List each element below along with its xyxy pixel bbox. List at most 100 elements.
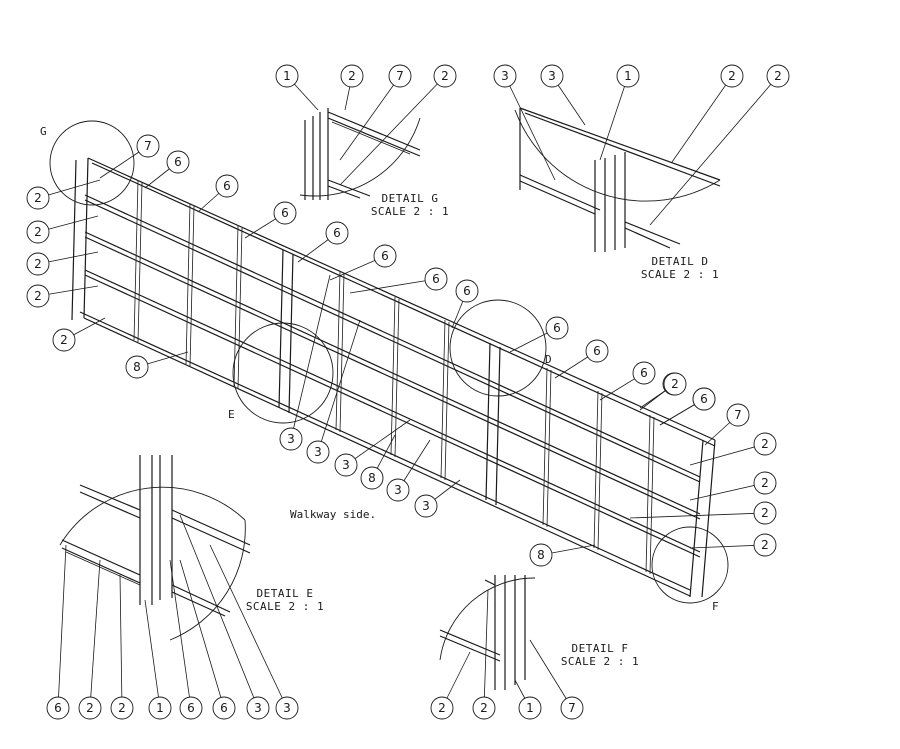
balloon-main-top-3: 6 xyxy=(297,221,349,263)
leader-line xyxy=(629,512,766,519)
balloon-main-top-1: 6 xyxy=(197,174,239,213)
balloon-main-bottom-4: 3 xyxy=(386,439,431,502)
leader-line xyxy=(483,589,489,709)
balloon-circle xyxy=(692,387,716,411)
balloon-circle xyxy=(632,361,656,385)
balloon-circle xyxy=(560,696,584,720)
balloon-circle xyxy=(616,64,640,88)
balloon-detail-d-2: 1 xyxy=(599,64,640,161)
balloon-label: 6 xyxy=(54,701,62,715)
balloon-circle xyxy=(753,471,777,495)
balloon-main-right-2: 2 xyxy=(629,501,777,525)
balloon-label: 2 xyxy=(60,333,68,347)
detail-e-title: DETAIL E xyxy=(257,587,314,600)
balloon-circle xyxy=(334,453,358,477)
leader-line xyxy=(339,75,401,161)
balloon-main-top-8: 6 xyxy=(554,339,609,379)
balloon-main-top-2: 6 xyxy=(244,201,297,239)
balloon-main-bottom-3: 8 xyxy=(360,434,396,490)
balloon-circle xyxy=(388,64,412,88)
balloon-label: 2 xyxy=(480,701,488,715)
balloon-circle xyxy=(424,267,448,291)
balloon-main-left-5: 2 xyxy=(52,317,106,352)
detail-f-title: DETAIL F xyxy=(572,642,629,655)
balloon-main-top-7: 6 xyxy=(509,316,569,353)
balloon-label: 6 xyxy=(593,344,601,358)
balloon-circle xyxy=(275,696,299,720)
balloon-label: 6 xyxy=(463,284,471,298)
balloon-label: 2 xyxy=(34,225,42,239)
balloon-circle xyxy=(726,403,750,427)
balloon-circle xyxy=(414,494,438,518)
balloon-detail-f-1: 2 xyxy=(472,589,496,720)
balloon-label: 2 xyxy=(34,257,42,271)
balloon-label: 1 xyxy=(526,701,534,715)
leader-line xyxy=(504,75,556,181)
balloon-label: 2 xyxy=(34,191,42,205)
leader-line xyxy=(209,544,288,709)
balloon-main-top-0: 6 xyxy=(144,150,190,189)
balloon-circle xyxy=(472,696,496,720)
balloon-main-left-1: 2 xyxy=(26,179,101,210)
balloon-circle xyxy=(166,150,190,174)
balloon-label: 2 xyxy=(761,476,769,490)
balloon-label: 7 xyxy=(734,408,742,422)
balloon-label: 7 xyxy=(144,139,152,153)
balloon-label: 2 xyxy=(761,506,769,520)
balloon-circle xyxy=(78,696,102,720)
balloon-circle xyxy=(26,252,50,276)
detail-circle-d xyxy=(449,299,547,397)
balloon-label: 2 xyxy=(671,377,679,391)
balloon-label: 8 xyxy=(368,471,376,485)
leader-line xyxy=(179,559,225,709)
balloon-main-right-3: 2 xyxy=(689,533,777,557)
detail-f-scale: SCALE 2 : 1 xyxy=(561,655,639,668)
balloon-label: 2 xyxy=(348,69,356,83)
balloon-detail-g-3: 2 xyxy=(339,64,457,186)
balloon-main-left-6: 8 xyxy=(125,351,189,379)
balloon-label: 6 xyxy=(432,272,440,286)
balloon-label: 8 xyxy=(133,360,141,374)
balloon-detail-e-2: 2 xyxy=(110,574,134,720)
detail-g-title: DETAIL G xyxy=(382,192,439,205)
balloon-label: 3 xyxy=(314,445,322,459)
balloon-label: 3 xyxy=(548,69,556,83)
balloon-main-left-3: 2 xyxy=(26,251,99,276)
post-left xyxy=(71,157,89,321)
balloon-main-bottom-2: 3 xyxy=(334,419,411,477)
balloon-circle xyxy=(212,696,236,720)
main-panel-assembly xyxy=(49,120,729,604)
balloon-label: 6 xyxy=(333,226,341,240)
balloon-circle xyxy=(663,372,687,396)
balloon-main-top-6: 6 xyxy=(451,279,479,329)
balloon-label: 6 xyxy=(187,701,195,715)
balloon-label: 2 xyxy=(86,701,94,715)
leader-line xyxy=(689,482,766,501)
balloon-main-top-12: 2 xyxy=(639,372,687,409)
balloon-circle xyxy=(148,696,172,720)
balloon-label: 6 xyxy=(640,366,648,380)
balloon-detail-e-1: 2 xyxy=(78,559,102,720)
balloon-label: 6 xyxy=(223,179,231,193)
balloon-label: 1 xyxy=(283,69,291,83)
balloon-label: 3 xyxy=(422,499,430,513)
detail-circle-g xyxy=(49,120,135,206)
balloon-circle xyxy=(26,284,50,308)
balloon-main-top-5: 6 xyxy=(349,267,448,294)
balloon-circle xyxy=(373,244,397,268)
detail-d-view xyxy=(514,107,721,252)
balloon-circle xyxy=(179,696,203,720)
post-mid-right xyxy=(485,342,501,506)
balloon-label: 2 xyxy=(438,701,446,715)
leader-line xyxy=(144,599,161,709)
balloon-circle xyxy=(766,64,790,88)
balloon-label: 2 xyxy=(34,289,42,303)
balloon-circle xyxy=(360,466,384,490)
balloon-circle xyxy=(753,501,777,525)
balloon-circle xyxy=(26,186,50,210)
leader-line xyxy=(169,559,192,709)
leader-line xyxy=(89,559,101,709)
marker-f: F xyxy=(712,600,719,613)
leader-line xyxy=(339,75,446,186)
